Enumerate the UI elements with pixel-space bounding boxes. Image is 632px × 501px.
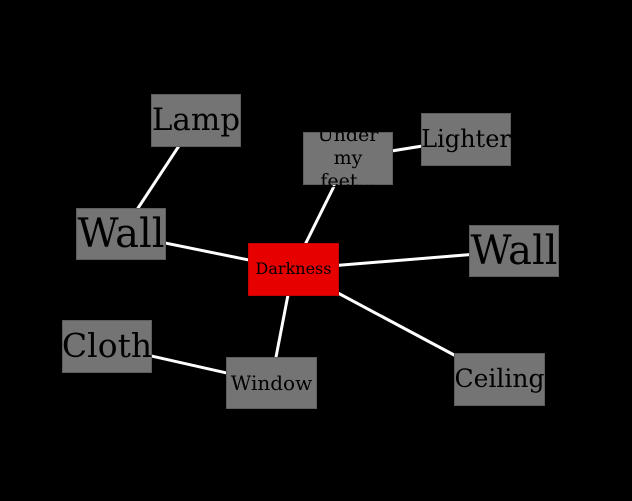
node-wall-right[interactable]: Wall	[469, 225, 559, 277]
node-ceiling[interactable]: Ceiling	[454, 353, 545, 406]
node-label: Wall	[470, 228, 558, 274]
node-label: Under my feet...	[317, 124, 379, 192]
node-wall-left[interactable]: Wall	[76, 208, 166, 260]
node-label: Darkness	[255, 259, 332, 279]
node-label: Window	[230, 370, 313, 395]
node-window[interactable]: Window	[226, 357, 317, 409]
node-label: Ceiling	[454, 364, 545, 394]
node-label: Cloth	[61, 326, 153, 366]
node-label: Lighter	[421, 124, 511, 153]
node-lighter[interactable]: Lighter	[421, 113, 511, 166]
node-cloth[interactable]: Cloth	[62, 320, 152, 373]
node-lamp[interactable]: Lamp	[151, 94, 241, 147]
node-under-my-feet[interactable]: Under my feet...	[303, 124, 393, 192]
node-label: Wall	[77, 211, 165, 257]
node-label: Lamp	[151, 102, 241, 139]
node-darkness-central[interactable]: Darkness	[248, 243, 339, 296]
